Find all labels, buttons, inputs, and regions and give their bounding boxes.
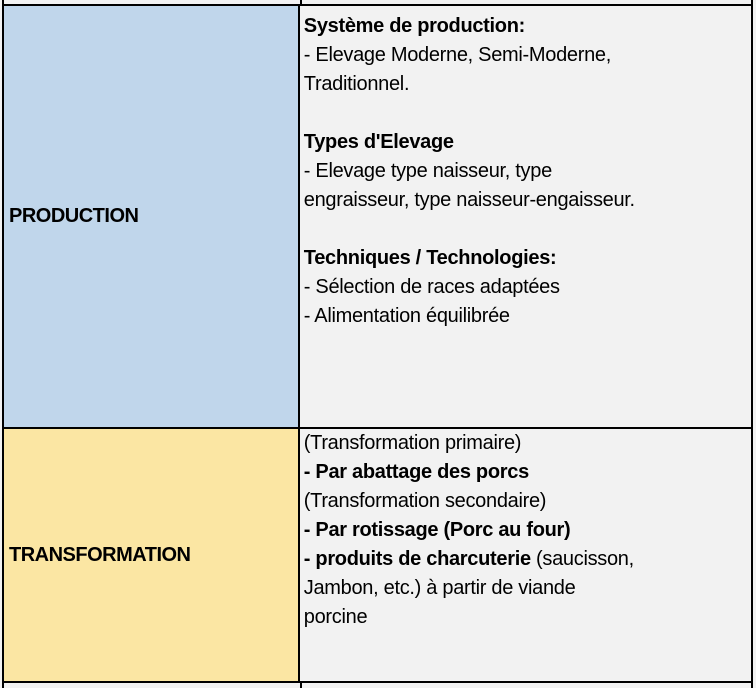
text-bold-part: - produits de charcuterie <box>303 548 531 570</box>
section-title-techniques: Techniques / Technologies: <box>303 247 557 269</box>
column-divider <box>300 683 302 688</box>
table-row-transformation: TRANSFORMATION (Transformation primaire)… <box>2 427 754 683</box>
text-line-mixed: - produits de charcuterie (saucisson, <box>304 545 751 574</box>
row-label: TRANSFORMATION <box>9 543 191 566</box>
cell-transformation-content[interactable]: (Transformation primaire) - Par abattage… <box>297 427 754 683</box>
text-line: (Transformation primaire) <box>303 432 522 454</box>
text-line-bold: - Par rotissage (Porc au four) <box>303 519 571 541</box>
text-line: - Alimentation équilibrée <box>303 305 510 327</box>
cell-production-content[interactable]: Système de production: - Elevage Moderne… <box>297 4 754 429</box>
text-line: (Transformation secondaire) <box>303 490 547 512</box>
value-chain-table: PRODUCTION Système de production: - Elev… <box>2 4 754 683</box>
cell-production-label[interactable]: PRODUCTION <box>2 4 300 429</box>
text-line: - Elevage type naisseur, type <box>303 160 552 182</box>
text-line: Jambon, etc.) à partir de viande <box>303 577 576 599</box>
cell-transformation-label[interactable]: TRANSFORMATION <box>2 427 300 683</box>
spacer <box>304 215 751 244</box>
text-regular-part: (saucisson, <box>530 548 634 570</box>
text-line-bold: - Par abattage des porcs <box>303 461 529 483</box>
row-label: PRODUCTION <box>9 205 139 227</box>
table-row-production: PRODUCTION Système de production: - Elev… <box>2 4 754 429</box>
text-line: - Sélection de races adaptées <box>303 276 560 298</box>
text-line: porcine <box>303 606 368 628</box>
previous-row-edge <box>2 0 753 4</box>
spacer <box>304 99 751 128</box>
text-line: - Elevage Moderne, Semi-Moderne, <box>303 44 612 66</box>
section-title-systeme: Système de production: <box>303 15 526 37</box>
text-line: engraisseur, type naisseur-engaisseur. <box>303 189 635 211</box>
column-divider <box>300 0 302 4</box>
text-line: Traditionnel. <box>303 73 410 95</box>
next-row-edge <box>2 683 753 688</box>
section-title-types: Types d'Elevage <box>303 131 454 153</box>
